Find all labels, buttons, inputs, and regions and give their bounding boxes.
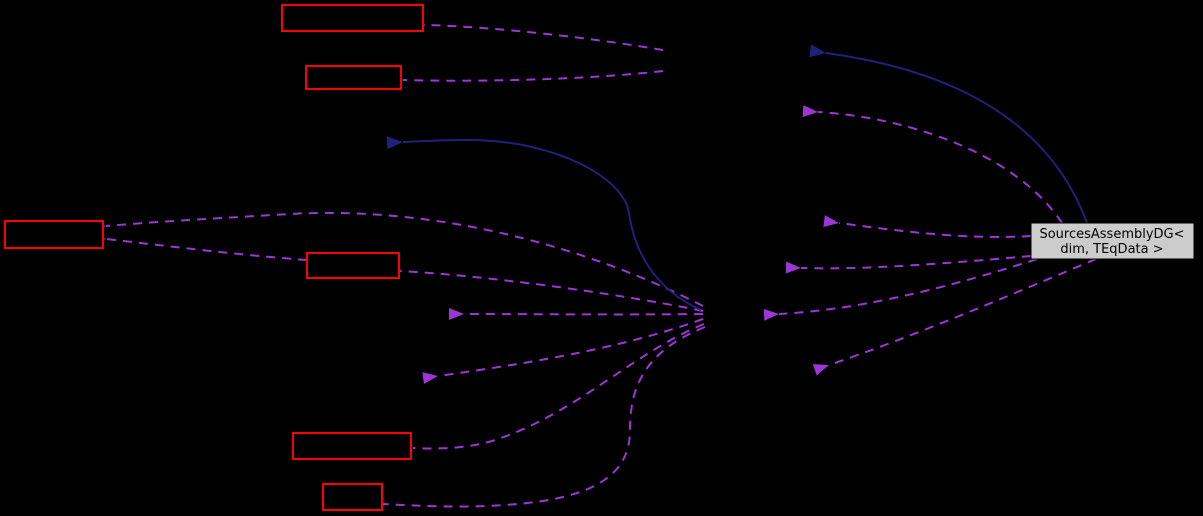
- usage-edge: [802, 105, 1063, 224]
- inheritance-edge: [386, 136, 702, 311]
- usage-edge: [383, 264, 704, 312]
- class-node-middle[interactable]: [306, 252, 400, 279]
- class-nodes: [4, 4, 424, 511]
- main-class-node-label-line2: dim, TEqData >: [1060, 242, 1163, 257]
- class-node-bottom[interactable]: [322, 483, 383, 511]
- class-node-left[interactable]: [4, 220, 104, 249]
- usage-edge: [410, 18, 664, 51]
- usage-edge: [812, 258, 1097, 376]
- usage-edge: [367, 326, 706, 510]
- usage-edge: [422, 318, 704, 385]
- usage-edge: [387, 70, 664, 86]
- class-node-lower[interactable]: [292, 432, 412, 460]
- inheritance-edge: [809, 44, 1088, 224]
- usage-edge: [823, 215, 1032, 238]
- class-node-top[interactable]: [281, 4, 424, 32]
- usage-edge: [397, 323, 705, 454]
- usage-edge: [90, 231, 308, 261]
- usage-edges: [90, 18, 1097, 510]
- main-class-node-box: [1030, 222, 1195, 260]
- inheritance-edges: [386, 44, 1088, 311]
- main-class-node-label-line1: SourcesAssemblyDG<: [1039, 227, 1184, 242]
- class-node-upper[interactable]: [305, 65, 402, 90]
- usage-edge: [785, 255, 1032, 274]
- usage-edge: [90, 211, 704, 307]
- usage-edge: [763, 258, 1038, 321]
- main-class-node: SourcesAssemblyDG< dim, TEqData >: [1030, 222, 1195, 260]
